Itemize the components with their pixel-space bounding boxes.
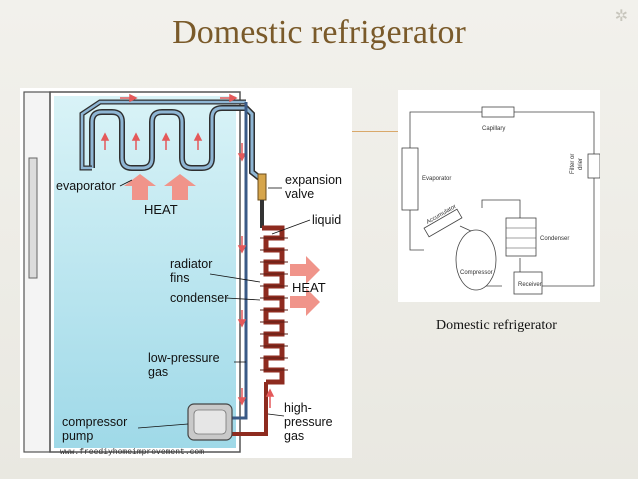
label-expansion-valve-1: expansion xyxy=(285,173,342,187)
label-radiator-fins-1: radiator xyxy=(170,257,212,271)
label-compressor-1: compressor xyxy=(62,415,127,429)
label-condenser: condenser xyxy=(170,291,228,305)
compressor-unit xyxy=(455,229,497,291)
schematic-label-compressor: Compressor xyxy=(460,270,493,276)
radiator-fins xyxy=(260,237,288,371)
schematic-label-capillary: Capillary xyxy=(482,126,505,132)
high-pressure-line xyxy=(232,382,268,436)
label-compressor-2: pump xyxy=(62,429,93,443)
label-high-pressure-3: gas xyxy=(284,429,304,443)
door-handle xyxy=(28,157,38,279)
label-high-pressure-2: pressure xyxy=(284,415,333,429)
label-evaporator: evaporator xyxy=(56,179,116,193)
slide-corner-ornament: ✲ xyxy=(614,8,628,25)
condenser-unit xyxy=(505,217,537,257)
heat-arrow-evaporator-2 xyxy=(164,174,196,200)
source-website-text: www.freediyhomeimprovement.com xyxy=(60,448,204,457)
fridge-cutaway-diagram: evaporator HEAT expansion valve liquid r… xyxy=(20,88,352,458)
schematic-piping xyxy=(409,111,595,287)
label-radiator-fins-2: fins xyxy=(170,271,189,285)
heat-arrow-evaporator-1 xyxy=(124,174,156,200)
accent-rule xyxy=(352,131,400,132)
schematic-label-filter-2: drier xyxy=(578,158,584,170)
low-pressure-line xyxy=(232,102,248,420)
evaporator-unit xyxy=(401,147,419,211)
slide-title: Domestic refrigerator xyxy=(172,14,466,51)
label-low-pressure-1: low-pressure xyxy=(148,351,220,365)
fridge-cabinet xyxy=(49,91,241,453)
schematic-caption: Domestic refrigerator xyxy=(436,318,557,333)
capillary-tube xyxy=(481,106,515,118)
flow-arrows-back xyxy=(237,236,275,408)
schematic-label-condenser: Condenser xyxy=(540,236,569,242)
label-expansion-valve-2: valve xyxy=(285,187,314,201)
label-heat-right: HEAT xyxy=(292,280,326,295)
receiver-unit xyxy=(513,271,543,295)
flow-arrows-evaporator xyxy=(100,93,247,162)
accumulator-unit xyxy=(423,208,463,238)
label-liquid: liquid xyxy=(312,213,341,227)
expansion-valve xyxy=(257,173,267,201)
heat-arrow-condenser-2 xyxy=(290,288,320,316)
schematic-label-filter-1: Filter or xyxy=(570,154,576,174)
filter-drier xyxy=(587,153,600,179)
refrigeration-cycle-schematic: Capillary Filter or drier Evaporator Acc… xyxy=(398,90,600,302)
schematic-label-receiver: Receiver xyxy=(518,282,542,288)
evaporator-coil xyxy=(90,106,263,182)
label-leaders xyxy=(119,179,311,429)
heat-arrow-condenser-1 xyxy=(290,256,320,284)
label-heat-top: HEAT xyxy=(144,202,178,217)
label-low-pressure-2: gas xyxy=(148,365,168,379)
schematic-label-evaporator: Evaporator xyxy=(422,176,451,182)
label-high-pressure-1: high- xyxy=(284,401,312,415)
